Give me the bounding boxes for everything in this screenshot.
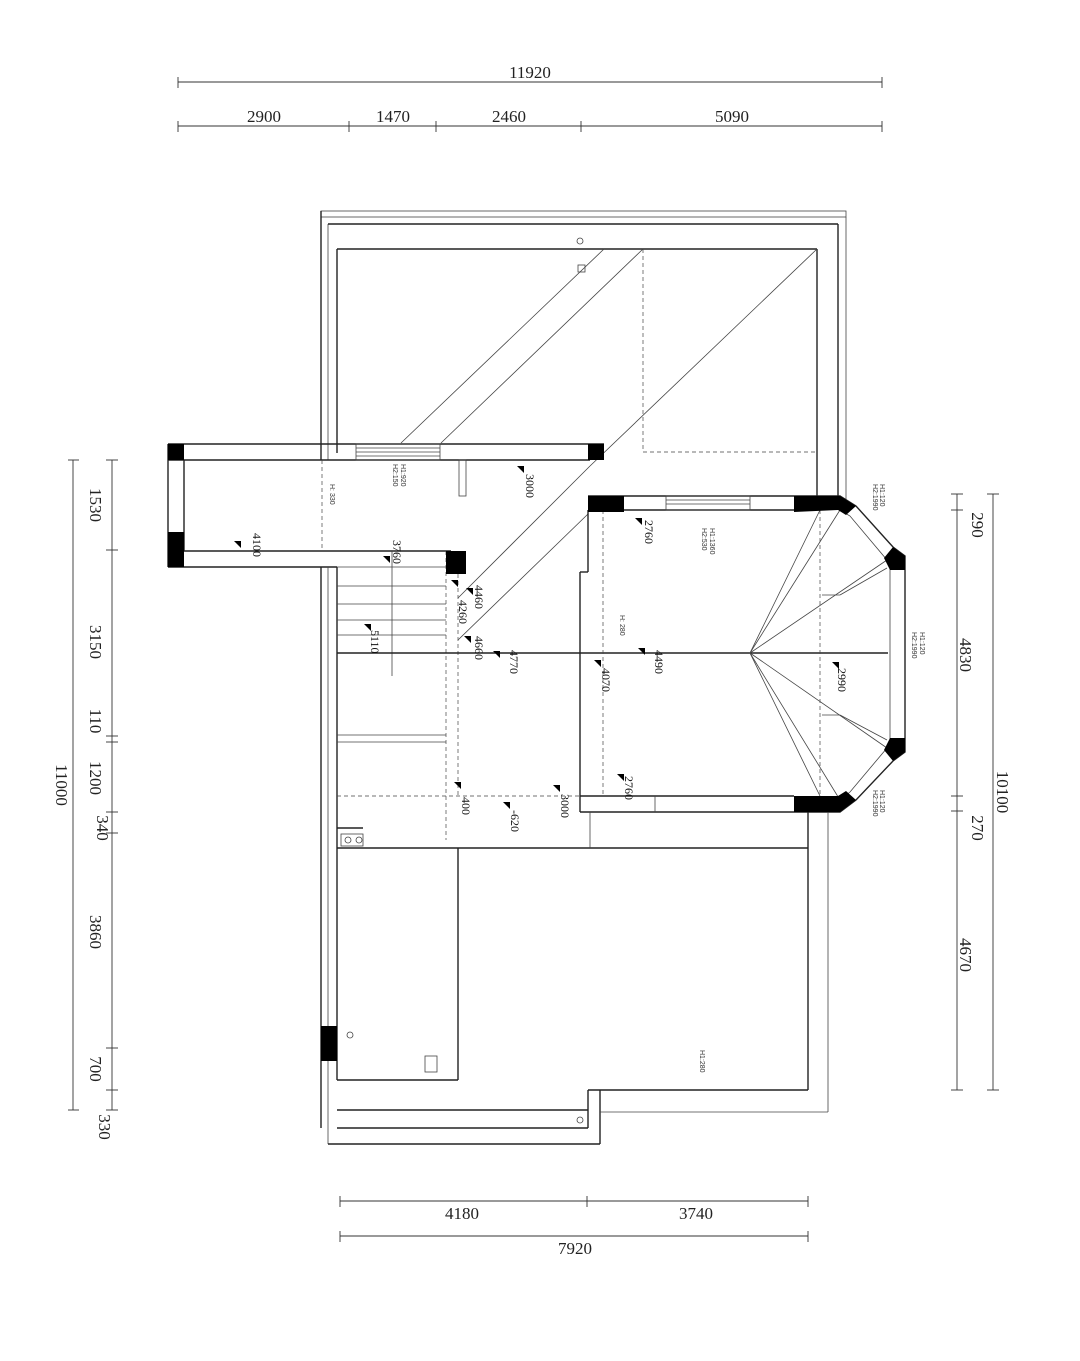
window-note: H2:1990 — [871, 484, 878, 511]
height-label: -620 — [508, 810, 522, 832]
window-note: H1:920 — [399, 464, 406, 487]
level-marker-icon — [464, 636, 471, 643]
window-note: H2:150 — [391, 464, 398, 487]
structural-columns — [168, 444, 905, 1061]
left-dimension-chain: 11000 1530 3150 110 1200 340 3860 700 33… — [52, 459, 118, 1140]
height-label: 4070 — [599, 668, 613, 692]
level-marker-icon — [383, 556, 390, 563]
window-notes: H1:920 H2:150 H: 330 H1:1360 H2:530 H1:1… — [328, 464, 925, 1073]
height-label: 4660 — [472, 636, 486, 660]
left-seg-3150: 3150 — [86, 625, 105, 659]
bottom-seg-1: 4180 — [445, 1204, 479, 1223]
bottom-dimension-chain: 4180 3740 7920 — [339, 1196, 809, 1258]
level-marker-icon — [503, 802, 510, 809]
height-label: 2990 — [835, 668, 849, 692]
window-note: H1:280 — [698, 1050, 705, 1073]
level-marker-icon — [517, 466, 524, 473]
level-marker-icon — [451, 580, 458, 587]
height-label: 4460 — [472, 585, 486, 609]
level-marker-icon — [234, 541, 241, 548]
level-marker-icon — [635, 518, 642, 525]
right-total-dim: 10100 — [993, 771, 1012, 814]
top-seg-2: 1470 — [376, 107, 410, 126]
height-label: 2760 — [622, 776, 636, 800]
drain-icon — [576, 237, 584, 245]
column — [446, 551, 466, 574]
right-seg-4830: 4830 — [956, 638, 975, 672]
left-seg-1200: 1200 — [86, 761, 105, 795]
height-label: 400 — [459, 797, 473, 815]
height-label: 2760 — [642, 520, 656, 544]
column — [588, 496, 624, 512]
level-marker-icon — [454, 782, 461, 789]
height-label: 4490 — [652, 650, 666, 674]
window-note: H1:120 — [878, 484, 885, 507]
column — [321, 1026, 337, 1061]
left-seg-3860: 3860 — [86, 915, 105, 949]
level-marker-icon — [638, 648, 645, 655]
top-total-dim: 11920 — [509, 63, 551, 82]
window-note: H: 330 — [328, 484, 335, 505]
bottom-total-dim: 7920 — [558, 1239, 592, 1258]
right-seg-4670: 4670 — [956, 938, 975, 972]
left-seg-700: 700 — [86, 1056, 105, 1082]
height-label: 5110 — [368, 630, 382, 654]
floor-drains — [344, 237, 586, 1124]
drain-icon — [346, 1031, 354, 1039]
window-note: H1:120 — [878, 790, 885, 813]
height-markers: 4100 3760 3000 2760 4260 4460 5110 4660 … — [234, 466, 849, 832]
left-total-dim: 11000 — [52, 764, 71, 806]
left-seg-1530: 1530 — [86, 488, 105, 522]
column — [588, 444, 604, 460]
window-note: H: 280 — [618, 615, 625, 636]
level-marker-icon — [553, 785, 560, 792]
level-marker-icon — [832, 662, 839, 669]
window-note: H1:120 — [918, 632, 925, 655]
level-marker-icon — [594, 660, 601, 667]
column — [884, 547, 905, 570]
top-seg-3: 2460 — [492, 107, 526, 126]
left-seg-330: 330 — [95, 1114, 114, 1140]
right-dimension-chain: 290 4830 270 4670 10100 — [951, 493, 1012, 1091]
level-marker-icon — [617, 774, 624, 781]
height-label: 3000 — [558, 794, 572, 818]
column — [794, 496, 856, 515]
top-dimension-chain: 11920 2900 1470 2460 5090 — [177, 63, 883, 132]
window-note: H1:1360 — [708, 528, 715, 555]
window-note: H2:1990 — [871, 790, 878, 817]
window-note: H2:1990 — [910, 632, 917, 659]
column — [794, 791, 856, 812]
column — [884, 738, 905, 761]
column — [168, 532, 184, 567]
drain-icon — [355, 836, 363, 844]
height-label: 4100 — [250, 533, 264, 557]
top-seg-1: 2900 — [247, 107, 281, 126]
level-marker-icon — [466, 588, 473, 595]
left-seg-110: 110 — [86, 709, 105, 734]
height-label: 4770 — [507, 650, 521, 674]
drain-icon — [577, 264, 586, 273]
bottom-seg-2: 3740 — [679, 1204, 713, 1223]
right-seg-290: 290 — [968, 512, 987, 538]
drain-icon — [344, 836, 352, 844]
right-seg-270: 270 — [968, 815, 987, 841]
building-walls — [167, 210, 906, 1145]
level-marker-icon — [493, 651, 500, 658]
top-seg-4: 5090 — [715, 107, 749, 126]
height-label: 3000 — [523, 474, 537, 498]
drain-icon — [576, 1116, 584, 1124]
level-marker-icon — [364, 624, 371, 631]
height-label: 3760 — [390, 540, 404, 564]
left-seg-340: 340 — [93, 815, 112, 841]
height-label: 4260 — [456, 600, 470, 624]
column — [168, 444, 184, 460]
window-note: H2:530 — [700, 528, 707, 551]
